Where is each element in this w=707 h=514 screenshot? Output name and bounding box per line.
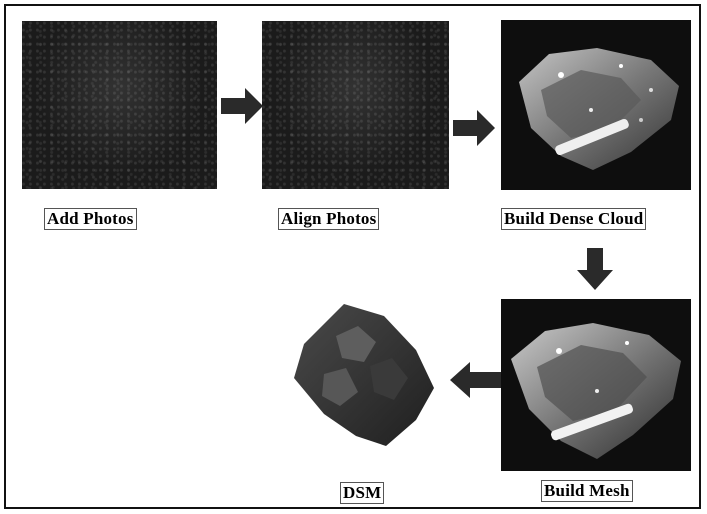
- add-photos-label: Add Photos: [44, 208, 137, 230]
- dsm-image: [284, 296, 439, 456]
- arrow-right-icon: [221, 88, 263, 124]
- align-photos-image: [262, 21, 449, 189]
- workflow-diagram: Add Photos Align Photos Build Dense Clou…: [4, 4, 701, 509]
- arrow-right-icon: [453, 110, 495, 146]
- arrow-left-icon: [450, 362, 502, 398]
- add-photos-image: [22, 21, 217, 189]
- build-mesh-label: Build Mesh: [541, 480, 633, 502]
- align-photos-label: Align Photos: [278, 208, 380, 230]
- dense-cloud-image: [501, 20, 691, 190]
- arrow-down-icon: [577, 248, 613, 290]
- build-dense-cloud-label: Build Dense Cloud: [501, 208, 647, 230]
- dsm-label: DSM: [340, 482, 385, 504]
- build-mesh-image: [501, 299, 691, 471]
